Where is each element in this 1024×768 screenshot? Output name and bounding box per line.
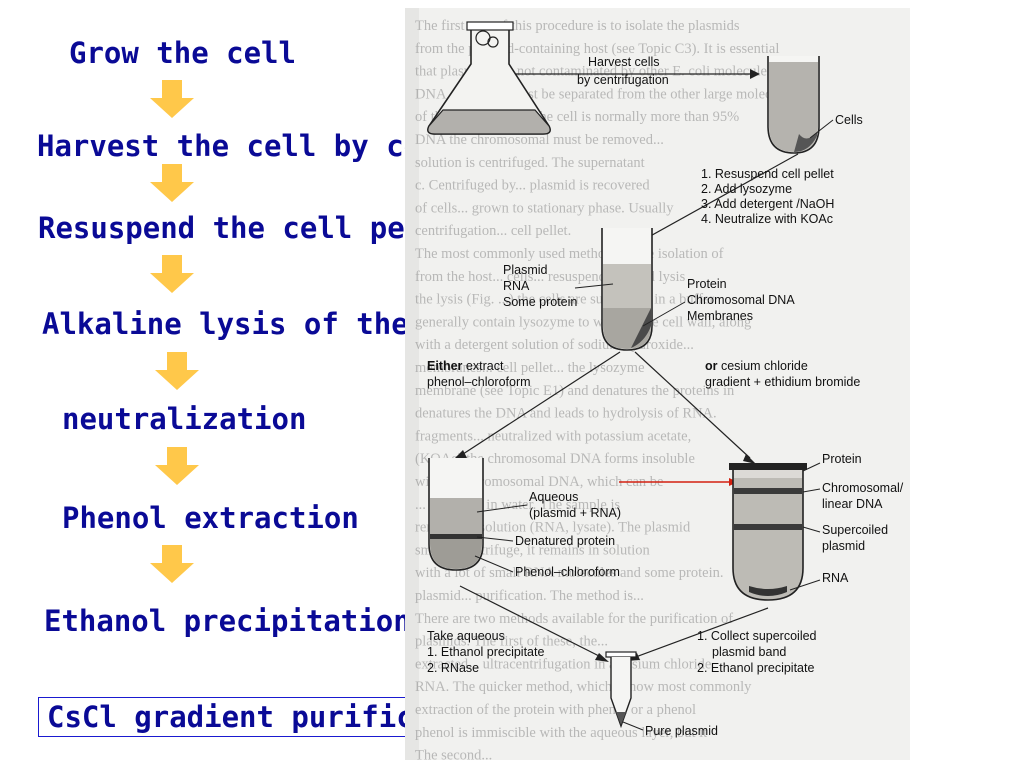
label-ethanol-precipitate-2: 2. Ethanol precipitate: [697, 661, 814, 675]
label-membranes: Membranes: [687, 309, 753, 323]
down-arrow-icon: [150, 255, 194, 293]
tube-cscl-gradient-icon: [729, 463, 807, 601]
background-text-line: There are two methods available for the …: [415, 611, 733, 627]
label-collect-band-2: plasmid band: [712, 645, 786, 659]
label-ethanol-precipitate-1: 1. Ethanol precipitate: [427, 645, 544, 659]
background-text-line: denatures the DNA and leads to hydrolysi…: [415, 406, 717, 422]
label-protein: Protein: [687, 277, 727, 291]
label-cells: Cells: [835, 113, 863, 127]
label-band-linear-dna: linear DNA: [822, 497, 883, 511]
background-text-line: RNA. The quicker method, which is now mo…: [415, 679, 752, 695]
label-cscl-method: gradient + ethidium bromide: [705, 375, 860, 389]
label-pure-plasmid: Pure plasmid: [645, 724, 718, 738]
label-aqueous: Aqueous: [529, 490, 578, 504]
label-harvest-1: Harvest cells: [588, 55, 660, 69]
label-some-protein: Some protein: [503, 295, 577, 309]
background-text-line: extraction of the protein with phenol or…: [415, 702, 696, 718]
background-text-line: with a detergent solution of sodium hydr…: [415, 337, 694, 353]
label-collect-band-1: 1. Collect supercoiled: [697, 629, 817, 643]
background-text-line: with a lot of small RNA molecules and so…: [415, 565, 723, 581]
background-text-line: plasmid... purification. The method is..…: [415, 588, 644, 604]
background-text-line: The first step of this procedure is to i…: [415, 18, 740, 34]
label-take-aqueous: Take aqueous: [427, 629, 505, 643]
label-band-protein: Protein: [822, 452, 862, 466]
label-either: Either extract: [427, 359, 504, 373]
flask-icon: [427, 21, 551, 135]
label-lysis-2: 2. Add lysozyme: [701, 182, 792, 196]
label-band-rna: RNA: [822, 571, 849, 585]
background-text-line: solution is centrifuged. The supernatant: [415, 155, 645, 171]
step-phenol-extraction: Phenol extraction: [62, 501, 359, 535]
background-text-line: of cells... grown to stationary phase. U…: [415, 200, 674, 216]
label-lysis-1: 1. Resuspend cell pellet: [701, 167, 834, 181]
tube-cells-icon: [767, 56, 820, 154]
plasmid-isolation-figure: The first step of this procedure is to i…: [405, 8, 910, 760]
tube-lysate-icon: [601, 228, 653, 351]
background-text-line: (KOAc) the chromosomal DNA forms insolub…: [415, 451, 695, 467]
down-arrow-icon: [150, 164, 194, 202]
step-resuspend: Resuspend the cell pellet: [38, 211, 475, 245]
label-phenol-chloroform: Phenol–chloroform: [515, 565, 620, 579]
step-ethanol-precipitation: Ethanol precipitation: [44, 604, 411, 638]
label-rnase: 2. RNase: [427, 661, 479, 675]
label-harvest-2: by centrifugation: [577, 73, 669, 87]
background-text-line: phenol is immiscible with the aqueous la…: [415, 725, 707, 741]
label-phenol-chloroform-method: phenol–chloroform: [427, 375, 531, 389]
step-neutralization: neutralization: [62, 402, 307, 436]
background-text-line: membranes... cell pellet... the lysozyme: [415, 360, 645, 376]
label-lysis-3: 3. Add detergent /NaOH: [701, 197, 834, 211]
background-text-line: c. Centrifuged by... plasmid is recovere…: [415, 178, 650, 194]
background-text-line: centrifugation... cell pellet.: [415, 223, 571, 239]
label-lysis-4: 4. Neutralize with KOAc: [701, 212, 833, 226]
label-denatured-protein: Denatured protein: [515, 534, 615, 548]
label-or: or cesium chloride: [705, 359, 808, 373]
label-plasmid-rna: (plasmid + RNA): [529, 506, 621, 520]
background-text-line: DNA the chromosomal must be removed...: [415, 132, 664, 148]
label-band-supercoiled: Supercoiled: [822, 523, 888, 537]
down-arrow-icon: [150, 545, 194, 583]
label-band-chromosomal: Chromosomal/: [822, 481, 904, 495]
down-arrow-icon: [155, 352, 199, 390]
background-text-line: generally contain lysozyme to weaken the…: [415, 314, 751, 330]
label-band-plasmid: plasmid: [822, 539, 865, 553]
background-text-line: plasmids. The first of these, the...: [415, 634, 608, 650]
tube-phenol-extraction-icon: [428, 458, 484, 571]
label-chromosomal-dna: Chromosomal DNA: [687, 293, 795, 307]
background-text-line: membrane (see Topic E1) and denatures th…: [415, 383, 735, 399]
label-rna: RNA: [503, 279, 530, 293]
down-arrow-icon: [155, 447, 199, 485]
down-arrow-icon: [150, 80, 194, 118]
step-grow: Grow the cell: [69, 36, 296, 70]
background-text-line: The second...: [415, 748, 492, 760]
background-text-line: The most commonly used method for the is…: [415, 246, 724, 262]
background-text-line: extracted... ultracentrifugation in a ce…: [415, 656, 711, 672]
background-text-line: fragments... neutralized with potassium …: [415, 428, 691, 444]
background-text-line: remains in solution (RNA, lysate). The p…: [415, 520, 691, 536]
label-plasmid: Plasmid: [503, 263, 548, 277]
microtube-icon: [605, 651, 637, 729]
